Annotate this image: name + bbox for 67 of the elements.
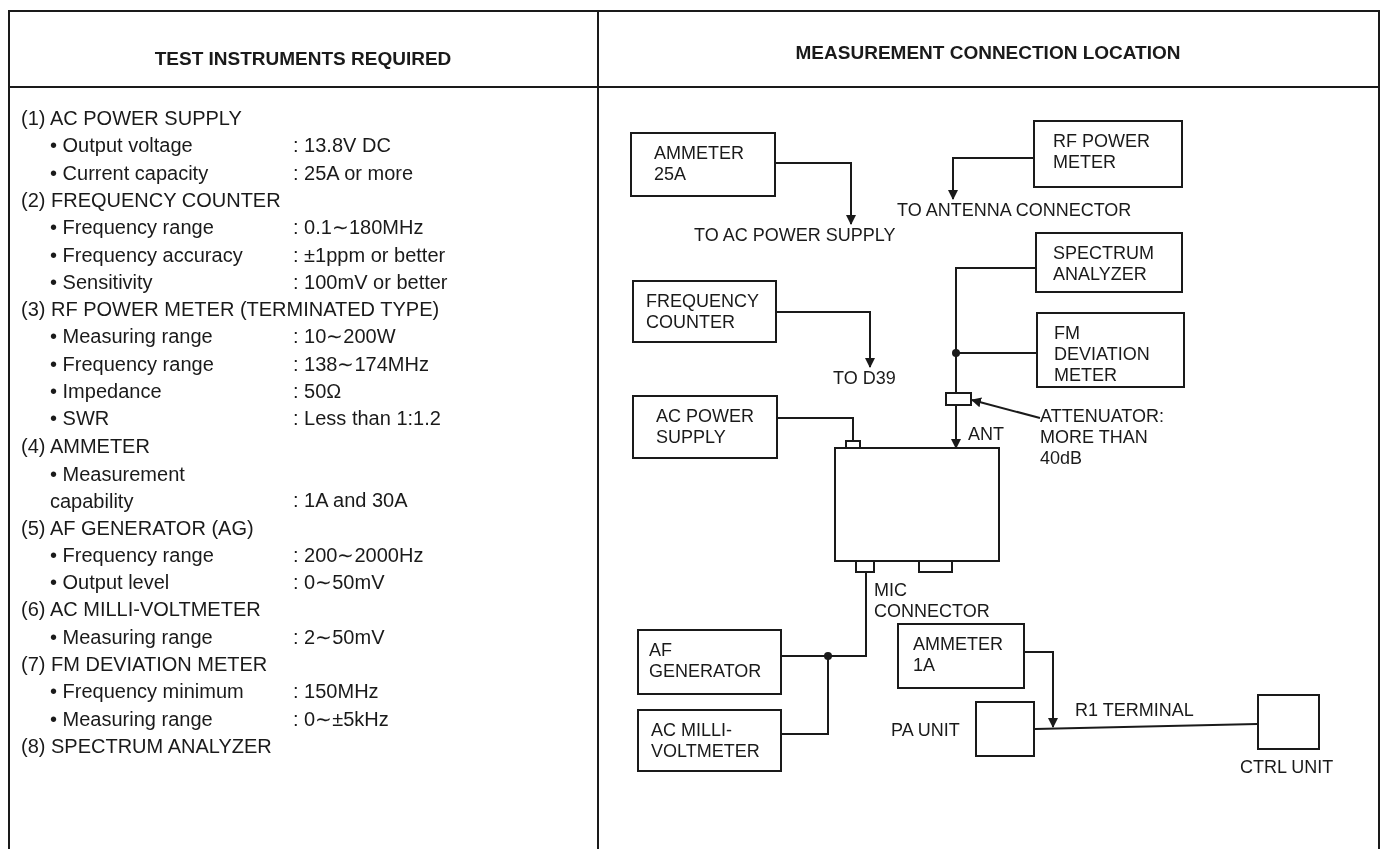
connection-note: TO AC POWER SUPPLY (694, 225, 896, 246)
spec-name: • SWR (50, 406, 110, 431)
connection-note: TO D39 (833, 368, 896, 389)
instrument-name: (8) SPECTRUM ANALYZER (21, 733, 272, 758)
connection-line (775, 162, 856, 225)
spec-name: • Frequency minimum (50, 679, 244, 704)
instrument-box: AMMETER 1A (897, 623, 1025, 689)
spec-value: : 0∼50mV (293, 570, 385, 595)
connection-line (776, 311, 875, 368)
spec-name: • Sensitivity (50, 269, 153, 294)
connection-line (781, 572, 867, 735)
connection-line (955, 352, 1037, 393)
unit-label: CTRL UNIT (1240, 757, 1334, 778)
column-header: MEASUREMENT CONNECTION LOCATION (795, 42, 1181, 64)
connector-label: MIC CONNECTOR (874, 580, 991, 622)
spec-value: : 138∼174MHz (293, 351, 429, 376)
spec-name: • Output level (50, 570, 170, 595)
spec-name: • Impedance (50, 379, 162, 403)
spec-value: : 150MHz (293, 679, 379, 704)
spec-name: • Measuring range (50, 624, 213, 649)
spec-name: • Current capacity (50, 160, 209, 185)
connection-line (777, 417, 854, 441)
instrument-name: (4) AMMETER (21, 433, 150, 458)
spec-name: • Frequency range (50, 351, 214, 376)
spec-value: : 0.1∼180MHz (293, 215, 424, 240)
instrument-box: AC MILLI-VOLTMETER (637, 709, 782, 772)
spec-value: : 25A or more (293, 160, 414, 185)
spec-name: • Measuring range (50, 324, 213, 349)
spec-name: • Frequency accuracy (50, 242, 243, 267)
spec-value: : 0∼±5kHz (293, 706, 389, 731)
attenuator-box (945, 392, 972, 406)
instrument-name: (3) RF POWER METER (TERMINATED TYPE) (21, 297, 440, 322)
spec-value: : 50Ω (293, 379, 342, 403)
connection-line (948, 157, 1034, 200)
instrument-box: AC POWER SUPPLY (632, 395, 778, 459)
unit-label: PA UNIT (891, 720, 960, 741)
instrument-box: AF GENERATOR (637, 629, 782, 695)
spec-value: : 2∼50mV (293, 624, 385, 649)
spec-value: : 100mV or better (293, 269, 448, 294)
leader-line (971, 397, 1041, 419)
instrument-box: AMMETER 25A (630, 132, 776, 197)
instrument-name: (1) AC POWER SUPPLY (21, 106, 242, 130)
connection-line (1034, 723, 1258, 730)
instrument-box: SPECTRUM ANALYZER (1035, 232, 1183, 293)
spec-name: • Measuring range (50, 706, 213, 731)
instrument-name: (2) FREQUENCY COUNTER (21, 187, 281, 212)
instrument-box: FREQUENCY COUNTER (632, 280, 777, 343)
connection-line (951, 405, 961, 449)
instrument-name: (6) AC MILLI-VOLTMETER (21, 597, 261, 622)
spec-value: : ±1ppm or better (293, 242, 446, 267)
instrument-name: (5) AF GENERATOR (AG) (21, 515, 254, 540)
connection-note: TO ANTENNA CONNECTOR (897, 200, 1132, 221)
spec-value: : 1A and 30A (293, 488, 408, 513)
spec-name: • Frequency range (50, 215, 214, 240)
instrument-name: (7) FM DEVIATION METER (21, 652, 268, 676)
spec-name: • Output voltage (50, 133, 193, 158)
spec-value: : 200∼2000Hz (293, 542, 424, 567)
spec-name: • Frequency range (50, 542, 214, 567)
column-header: TEST INSTRUMENTS REQUIRED (154, 48, 452, 70)
connection-line (1024, 651, 1058, 728)
instrument-box: RF POWER METER (1033, 120, 1183, 188)
connection-note: ATTENUATOR: MORE THAN 40dB (1040, 406, 1180, 469)
spec-value: : 10∼200W (293, 324, 396, 349)
spec-value: : Less than 1:1.2 (293, 406, 441, 431)
spec-value: : 13.8V DC (293, 133, 391, 158)
instrument-box: FM DEVIATION METER (1036, 312, 1185, 388)
spec-name: • Measurement capability (50, 461, 186, 514)
